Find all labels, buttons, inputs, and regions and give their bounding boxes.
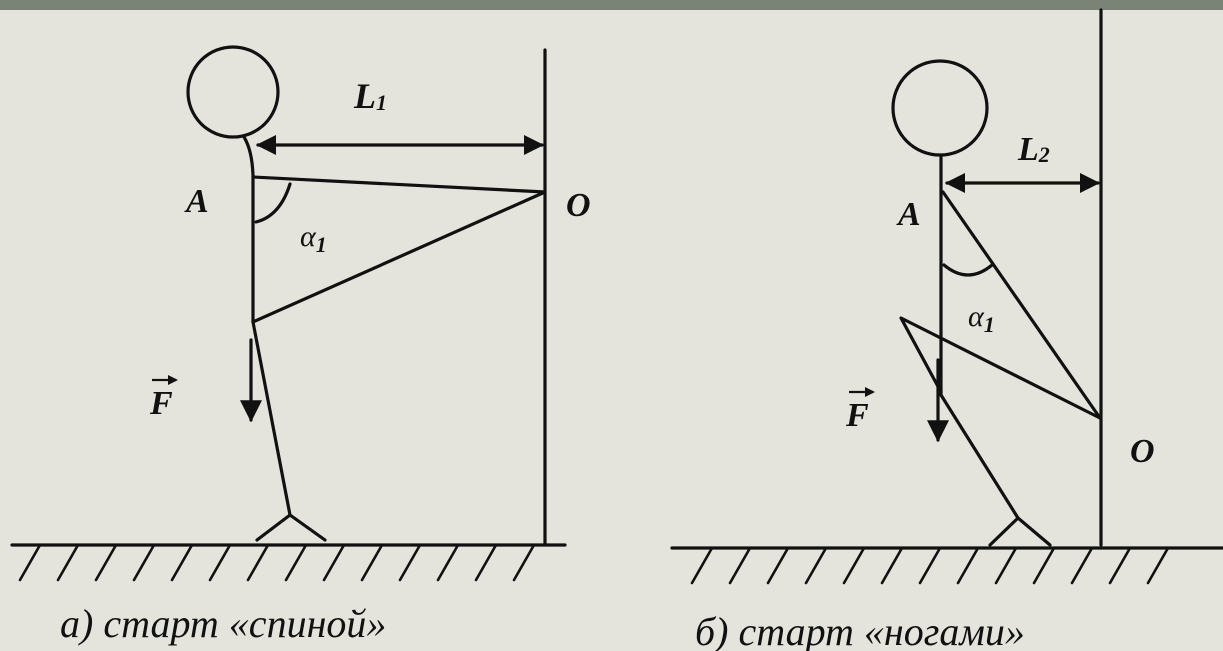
left-foot: [255, 513, 327, 542]
left-angle-arc: [254, 182, 292, 224]
right-angle-arc: [942, 263, 994, 277]
right-ground-hatching: [690, 546, 1170, 585]
left-point-a-label: A: [184, 183, 209, 220]
left-angle-label: α1: [300, 220, 327, 257]
left-head: [186, 45, 280, 139]
left-force-label: F: [149, 385, 173, 422]
left-figure: A O L1 α1 F а) старт «спиной»: [10, 45, 591, 646]
left-point-o-label: O: [566, 187, 591, 224]
right-leg: [939, 393, 1020, 520]
left-caption: а) старт «спиной»: [60, 601, 386, 646]
right-hip-line: [899, 316, 1102, 420]
right-force-label-group: F: [845, 387, 875, 434]
top-band: [0, 0, 1223, 10]
left-force-label-group: F: [149, 375, 178, 422]
right-lever-line: [941, 190, 1102, 420]
right-head: [891, 59, 989, 157]
left-ground-hatching: [18, 543, 536, 582]
right-point-o-label: O: [1130, 433, 1155, 470]
right-figure: A O L2 α1 F б) старт «ногами»: [670, 8, 1223, 651]
right-foot: [988, 516, 1052, 547]
left-lever-triangle: [251, 175, 547, 324]
right-lever-label: L2: [1017, 131, 1050, 168]
right-angle-label: α1: [968, 300, 995, 337]
right-point-a-label: A: [896, 196, 921, 233]
left-lever-label: L1: [353, 76, 387, 116]
right-force-label: F: [845, 397, 869, 434]
right-caption: б) старт «ногами»: [695, 609, 1025, 651]
left-body: [242, 135, 292, 517]
